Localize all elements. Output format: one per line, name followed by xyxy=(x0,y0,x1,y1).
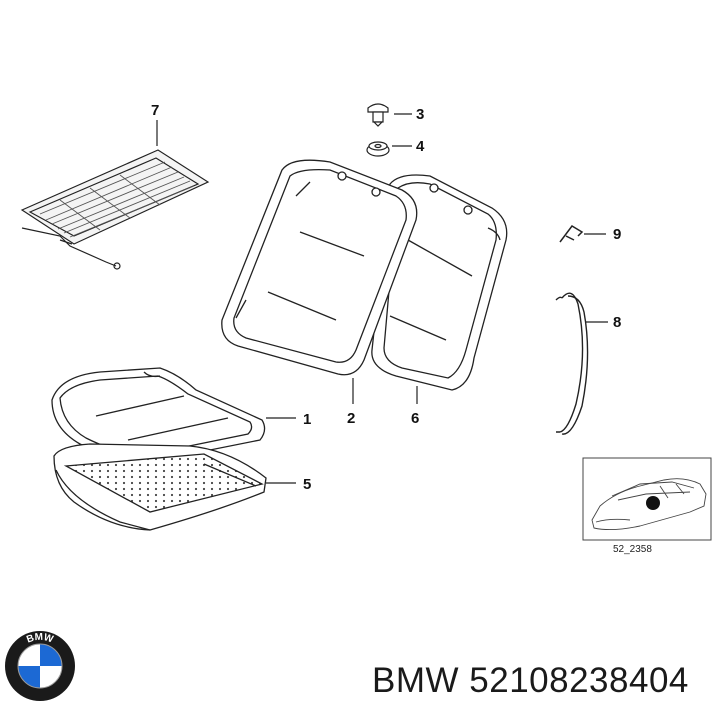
inset-code: 52_2358 xyxy=(613,544,652,555)
logo-letters: BMW xyxy=(25,632,55,646)
callout-6: 6 xyxy=(411,410,419,427)
callout-7: 7 xyxy=(151,102,159,119)
heating-mat-part xyxy=(20,149,210,270)
seat-cushion-part xyxy=(51,367,266,463)
nut-part xyxy=(366,141,390,157)
callout-1: 1 xyxy=(303,411,311,428)
callout-3: 3 xyxy=(416,106,424,123)
clip-part xyxy=(559,225,584,243)
rod-part xyxy=(555,292,589,435)
callout-2: 2 xyxy=(347,410,355,427)
callout-8: 8 xyxy=(613,314,621,331)
callout-4: 4 xyxy=(416,138,425,155)
backrest-cover-part xyxy=(221,159,418,376)
car-location-inset xyxy=(582,457,712,541)
callout-5: 5 xyxy=(303,476,311,493)
screw-part xyxy=(367,103,389,127)
bmw-logo: BMW xyxy=(4,630,76,702)
callout-9: 9 xyxy=(613,226,621,243)
svg-text:BMW: BMW xyxy=(25,632,55,646)
part-number-label: BMW 52108238404 xyxy=(372,661,689,700)
seat-base-part xyxy=(53,443,267,531)
location-marker xyxy=(646,496,660,510)
